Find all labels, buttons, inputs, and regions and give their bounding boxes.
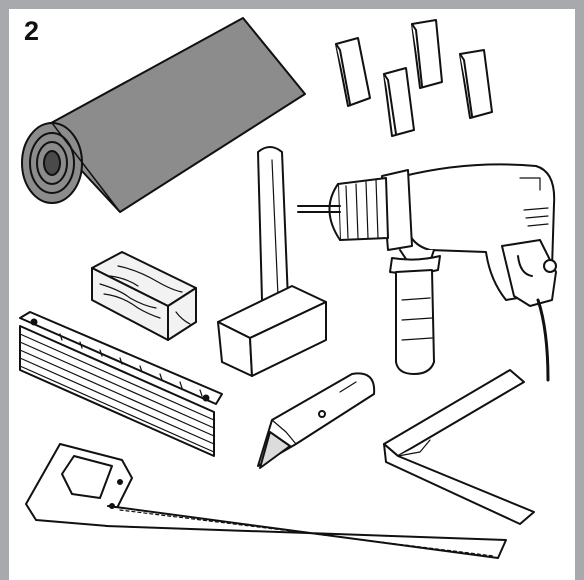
- mallet-icon: [217, 146, 327, 377]
- utility-knife-icon: [257, 372, 376, 469]
- spacer-wedges-icon: [335, 19, 493, 137]
- handsaw-icon: [25, 443, 507, 559]
- folding-rule-icon: [19, 311, 223, 457]
- underlay-roll-icon: [21, 17, 306, 213]
- drill-icon: [297, 163, 557, 382]
- step-number: 2: [24, 16, 40, 46]
- tapping-block-icon: [91, 251, 197, 341]
- try-square-icon: [383, 369, 535, 525]
